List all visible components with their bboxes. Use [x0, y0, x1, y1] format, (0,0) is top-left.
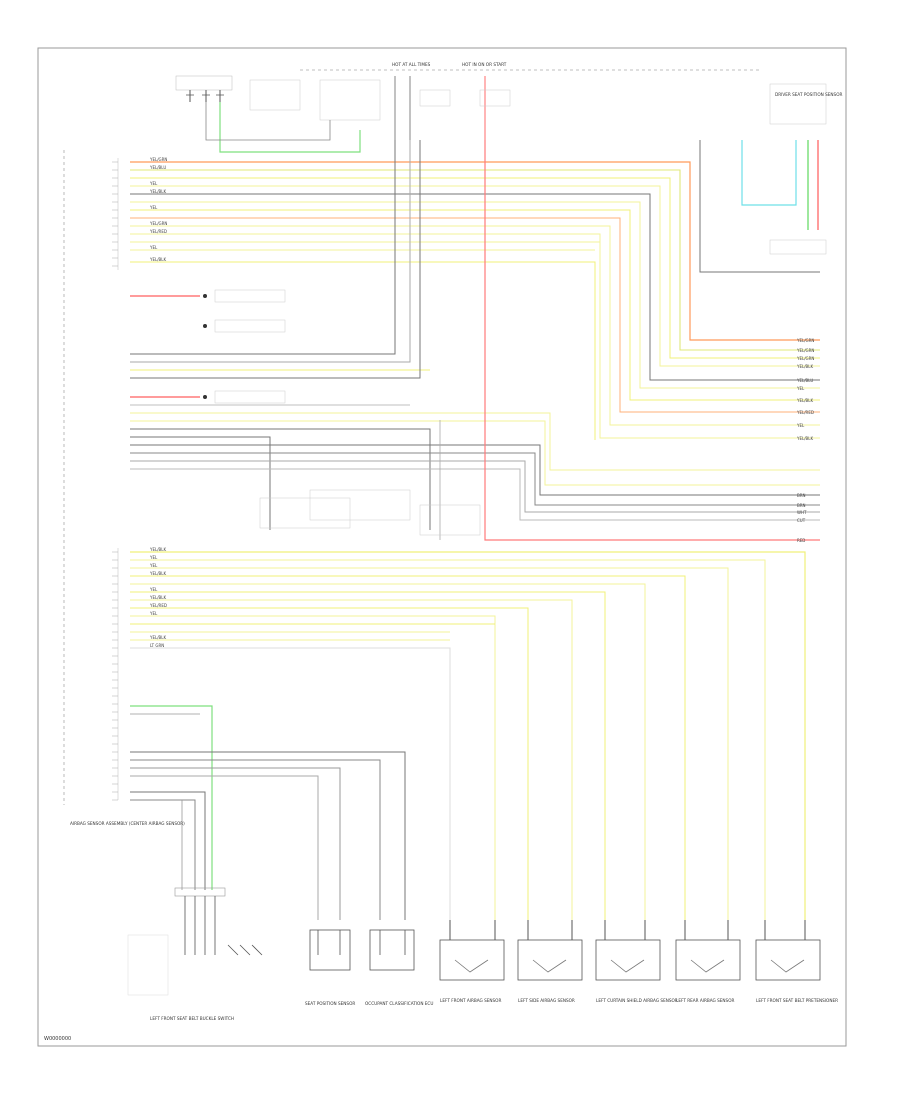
svg-text:YEL: YEL — [149, 587, 158, 592]
svg-text:YEL: YEL — [149, 611, 158, 616]
svg-text:LEFT SIDE AIRBAG SENSOR: LEFT SIDE AIRBAG SENSOR — [518, 998, 575, 1003]
svg-text:LEFT CURTAIN SHIELD AIRBAG SEN: LEFT CURTAIN SHIELD AIRBAG SENSOR — [596, 998, 678, 1003]
component-squib-3: LEFT CURTAIN SHIELD AIRBAG SENSOR — [595, 939, 678, 1003]
lower-wire-bundle — [130, 551, 806, 920]
component-squib-1: LEFT FRONT AIRBAG SENSOR — [439, 939, 505, 1003]
svg-text:YEL/GRN: YEL/GRN — [149, 157, 167, 162]
svg-text:YEL/RED: YEL/RED — [149, 229, 167, 234]
svg-text:RED: RED — [797, 538, 805, 543]
svg-text:YEL: YEL — [149, 555, 158, 560]
svg-text:YEL/BLK: YEL/BLK — [149, 571, 167, 576]
right-connector-label: DRIVER SEAT POSITION SENSOR — [775, 92, 843, 97]
component-buckle-switch: LEFT FRONT SEAT BELT BUCKLE SWITCH — [127, 887, 263, 1021]
svg-text:YEL/BLK: YEL/BLK — [149, 547, 167, 552]
right-connector-driver-seat — [699, 83, 827, 273]
svg-text:BRN: BRN — [797, 503, 806, 508]
svg-text:LEFT REAR AIRBAG SENSOR: LEFT REAR AIRBAG SENSOR — [676, 998, 735, 1003]
component-squib-4: LEFT REAR AIRBAG SENSOR — [675, 939, 741, 1003]
upper-wire-bundle — [130, 161, 820, 440]
svg-text:YEL/BLK: YEL/BLK — [149, 189, 167, 194]
lower-block-labels: YEL/BLK YEL YEL YEL/BLK YEL YEL/BLK YEL/… — [149, 547, 167, 648]
upper-pin-column — [112, 158, 119, 270]
fuse-label-hot-always: HOT AT ALL TIMES — [392, 62, 431, 67]
svg-text:YEL/GRN: YEL/GRN — [796, 338, 814, 343]
component-occupant-ecu: OCCUPANT CLASSIFICATION ECU — [365, 929, 433, 1006]
svg-text:YEL/BLK: YEL/BLK — [796, 436, 814, 441]
bottom-components: LEFT FRONT SEAT BELT BUCKLE SWITCH SEAT … — [127, 887, 838, 1021]
svg-text:BRN: BRN — [797, 493, 806, 498]
left-lower-wires — [130, 705, 406, 920]
svg-text:YEL: YEL — [149, 563, 158, 568]
fuse-label-hot-on: HOT IN ON OR START — [462, 62, 507, 67]
svg-text:YEL: YEL — [149, 245, 158, 250]
svg-text:CUT: CUT — [797, 518, 806, 523]
svg-text:LEFT FRONT SEAT BELT PRETENSIO: LEFT FRONT SEAT BELT PRETENSIONER — [756, 998, 838, 1003]
svg-text:LEFT FRONT AIRBAG SENSOR: LEFT FRONT AIRBAG SENSOR — [440, 998, 501, 1003]
component-squib-2: LEFT SIDE AIRBAG SENSOR — [517, 939, 583, 1003]
svg-text:LT GRN: LT GRN — [150, 643, 164, 648]
diagram-frame — [37, 47, 847, 1047]
svg-text:YEL/GRN: YEL/GRN — [796, 348, 814, 353]
svg-text:YEL/BLU: YEL/BLU — [149, 165, 166, 170]
svg-text:OCCUPANT CLASSIFICATION ECU: OCCUPANT CLASSIFICATION ECU — [365, 1001, 433, 1006]
footer-code: W0000000 — [44, 1036, 71, 1042]
svg-text:LEFT FRONT SEAT BELT BUCKLE SW: LEFT FRONT SEAT BELT BUCKLE SWITCH — [150, 1016, 234, 1021]
top-fuse-block: HOT AT ALL TIMES HOT IN ON OR START — [175, 62, 511, 153]
main-unit-label: AIRBAG SENSOR ASSEMBLY (CENTER AIRBAG SE… — [70, 821, 185, 826]
svg-text:SEAT POSITION SENSOR: SEAT POSITION SENSOR — [305, 1001, 355, 1006]
svg-text:YEL/BLU: YEL/BLU — [796, 378, 813, 383]
svg-text:YEL: YEL — [796, 423, 805, 428]
pin-ticks-upper — [112, 161, 118, 267]
svg-text:YEL: YEL — [796, 386, 805, 391]
svg-text:YEL/BLK: YEL/BLK — [796, 398, 814, 403]
middle-wires — [130, 140, 820, 541]
svg-text:YEL/GRN: YEL/GRN — [796, 356, 814, 361]
right-wire-labels: YEL/GRN YEL/GRN YEL/GRN YEL/BLK YEL/BLU … — [796, 338, 814, 543]
svg-text:YEL/RED: YEL/RED — [149, 603, 167, 608]
component-seat-position: SEAT POSITION SENSOR — [305, 929, 355, 1006]
upper-block-labels: YEL/GRN YEL/BLU YEL YEL/BLK YEL YEL/GRN … — [149, 157, 167, 262]
svg-text:YEL/BLK: YEL/BLK — [796, 364, 814, 369]
svg-text:YEL/RED: YEL/RED — [796, 410, 814, 415]
svg-text:YEL/GRN: YEL/GRN — [149, 221, 167, 226]
svg-text:WHT: WHT — [797, 510, 807, 515]
component-squib-5: LEFT FRONT SEAT BELT PRETENSIONER — [755, 939, 838, 1003]
lower-pin-column — [112, 548, 119, 801]
svg-text:YEL/BLK: YEL/BLK — [149, 257, 167, 262]
svg-text:YEL: YEL — [149, 205, 158, 210]
svg-text:YEL: YEL — [149, 181, 158, 186]
svg-text:YEL/BLK: YEL/BLK — [149, 595, 167, 600]
svg-text:YEL/BLK: YEL/BLK — [149, 635, 167, 640]
